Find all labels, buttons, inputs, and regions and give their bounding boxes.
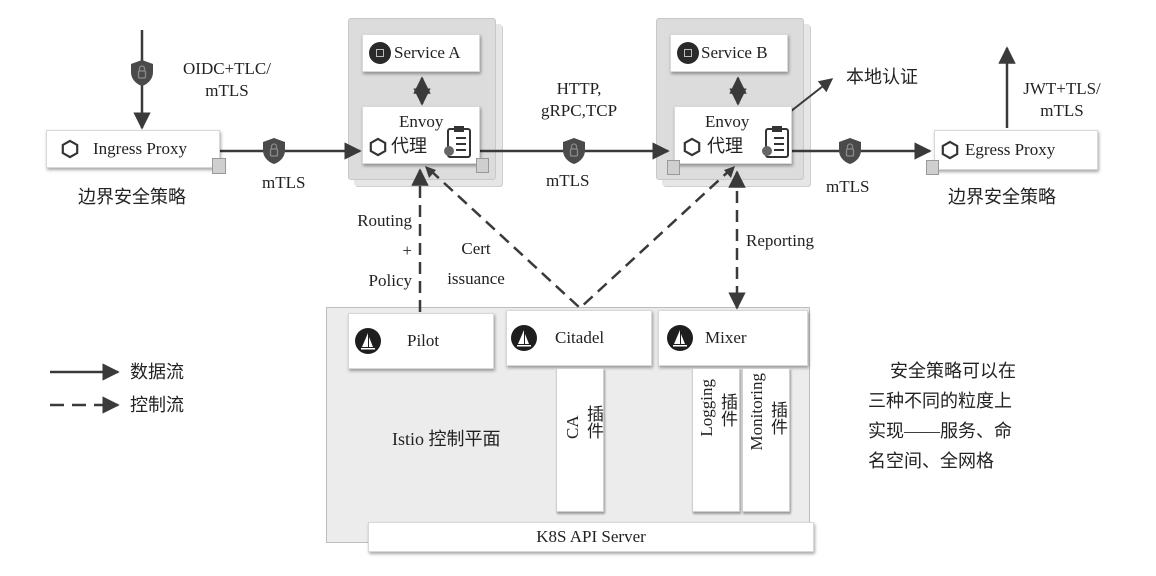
mixer-label: Mixer xyxy=(705,328,747,347)
policy-doc-icon xyxy=(926,160,939,175)
clipboard-policy-icon xyxy=(444,126,471,158)
citadel-cert-flow xyxy=(429,169,731,310)
control-plane-title: Istio 控制平面 xyxy=(392,429,501,449)
monitoring-plugin-suffix: 插件 xyxy=(768,401,787,435)
shield-icon xyxy=(562,137,586,165)
envoy-a-node[interactable]: Envoy 代理 xyxy=(362,106,480,164)
envoy-a-label: Envoy xyxy=(399,112,444,131)
monitoring-plugin[interactable]: Monitoring 插件 xyxy=(742,368,790,512)
service-a-label: Service A xyxy=(394,43,461,62)
citadel-node[interactable]: Citadel xyxy=(506,310,652,366)
ingress-proxy-label: Ingress Proxy xyxy=(93,139,187,158)
policy-doc-icon xyxy=(667,160,680,175)
policy-doc-icon xyxy=(476,158,489,173)
cert-arrowhead-a xyxy=(425,166,436,178)
policy-doc-icon xyxy=(212,158,226,174)
ca-plugin-name: CA xyxy=(563,415,582,439)
egress-proxy-node[interactable]: Egress Proxy xyxy=(934,130,1098,170)
clipboard-policy-icon xyxy=(762,126,789,158)
reporting-label: Reporting xyxy=(746,231,814,250)
shield-icon xyxy=(838,137,862,165)
granularity-note: 安全策略可以在 三种不同的粒度上 实现——服务、命 名空间、全网格 xyxy=(868,361,1016,471)
egress-boundary-caption: 边界安全策略 xyxy=(948,187,1056,207)
chip-icon xyxy=(677,42,699,64)
envoy-a-proxy-label: 代理 xyxy=(391,136,427,156)
envoy-b-label: Envoy xyxy=(705,112,750,131)
legend-control-flow-label: 控制流 xyxy=(130,395,184,415)
service-a-node[interactable]: Service A xyxy=(362,34,480,72)
ingress-proxy-node[interactable]: Ingress Proxy xyxy=(46,130,220,168)
envoy-b-node[interactable]: Envoy 代理 xyxy=(674,106,792,164)
local-auth-label: 本地认证 xyxy=(846,67,918,87)
sailboat-icon xyxy=(355,328,381,354)
hexagon-icon xyxy=(683,137,701,157)
k8s-api-server[interactable]: K8S API Server xyxy=(368,522,814,552)
monitoring-plugin-name: Monitoring xyxy=(747,373,766,451)
logging-plugin-name: Logging xyxy=(697,379,716,437)
k8s-api-server-label: K8S API Server xyxy=(536,527,646,546)
routing-policy-label: Routing + Policy xyxy=(357,211,412,290)
inbound-protocol-label: OIDC+TLC/ mTLS xyxy=(183,59,271,100)
logging-plugin-suffix: 插件 xyxy=(718,393,737,427)
cert-issuance-label: Cert issuance xyxy=(447,239,505,288)
legend-data-flow-label: 数据流 xyxy=(130,362,184,382)
a-to-b-protocol-label: HTTP, gRPC,TCP xyxy=(540,79,618,120)
hexagon-icon xyxy=(941,140,959,160)
ingress-boundary-caption: 边界安全策略 xyxy=(78,187,186,207)
envoy-b-proxy-label: 代理 xyxy=(707,136,743,156)
ingress-mtls-label: mTLS xyxy=(262,173,306,192)
sailboat-icon xyxy=(667,325,693,351)
hexagon-icon xyxy=(61,139,79,159)
shield-icon xyxy=(262,137,286,165)
chip-icon xyxy=(369,42,391,64)
service-b-label: Service B xyxy=(701,43,768,62)
ca-plugin[interactable]: CA 插件 xyxy=(556,368,604,512)
logging-plugin[interactable]: Logging 插件 xyxy=(692,368,740,512)
a-to-b-mtls-label: mTLS xyxy=(546,171,590,190)
sailboat-icon xyxy=(511,325,537,351)
shield-icon xyxy=(130,59,154,87)
outbound-protocol-label: JWT+TLS/ mTLS xyxy=(1023,79,1101,120)
egress-proxy-label: Egress Proxy xyxy=(965,140,1056,159)
pilot-node[interactable]: Pilot xyxy=(348,313,494,369)
mixer-node[interactable]: Mixer xyxy=(658,310,808,366)
cert-arrowhead-b xyxy=(724,166,735,178)
pilot-label: Pilot xyxy=(407,331,440,350)
hexagon-icon xyxy=(369,137,387,157)
ca-plugin-suffix: 插件 xyxy=(584,405,603,439)
egress-mtls-label: mTLS xyxy=(826,177,870,196)
citadel-label: Citadel xyxy=(555,328,605,347)
service-b-node[interactable]: Service B xyxy=(670,34,788,72)
